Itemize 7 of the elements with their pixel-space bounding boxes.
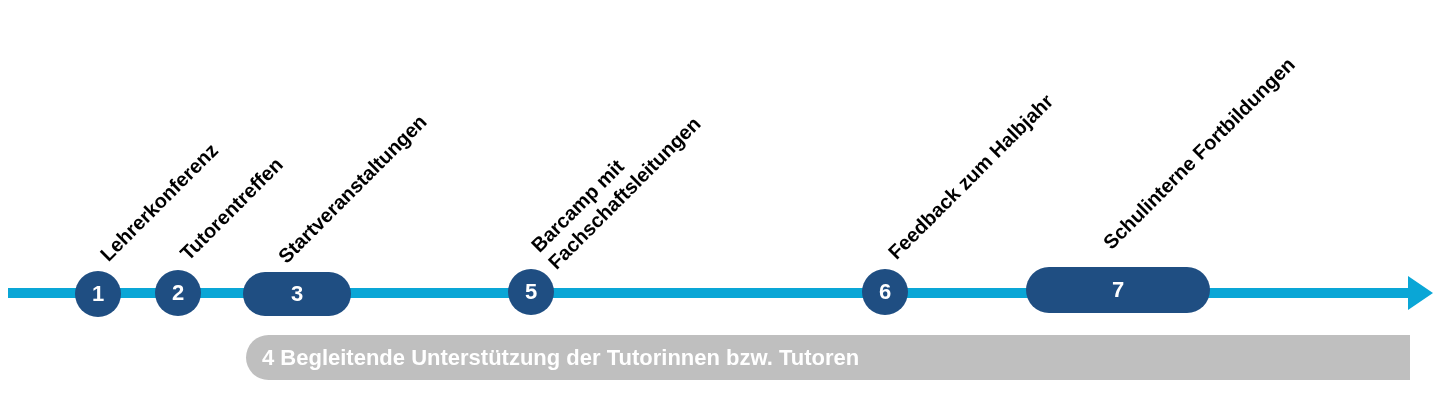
support-bar: 4 Begleitende Unterstützung der Tutorinnen bzw. Tutoren: [246, 335, 1410, 380]
step-marker: 6: [862, 269, 908, 315]
phase-marker: 3: [243, 272, 351, 316]
phase-marker: 7: [1026, 267, 1210, 313]
step-marker: 5: [508, 269, 554, 315]
step-marker: 1: [75, 271, 121, 317]
step-marker: 2: [155, 270, 201, 316]
